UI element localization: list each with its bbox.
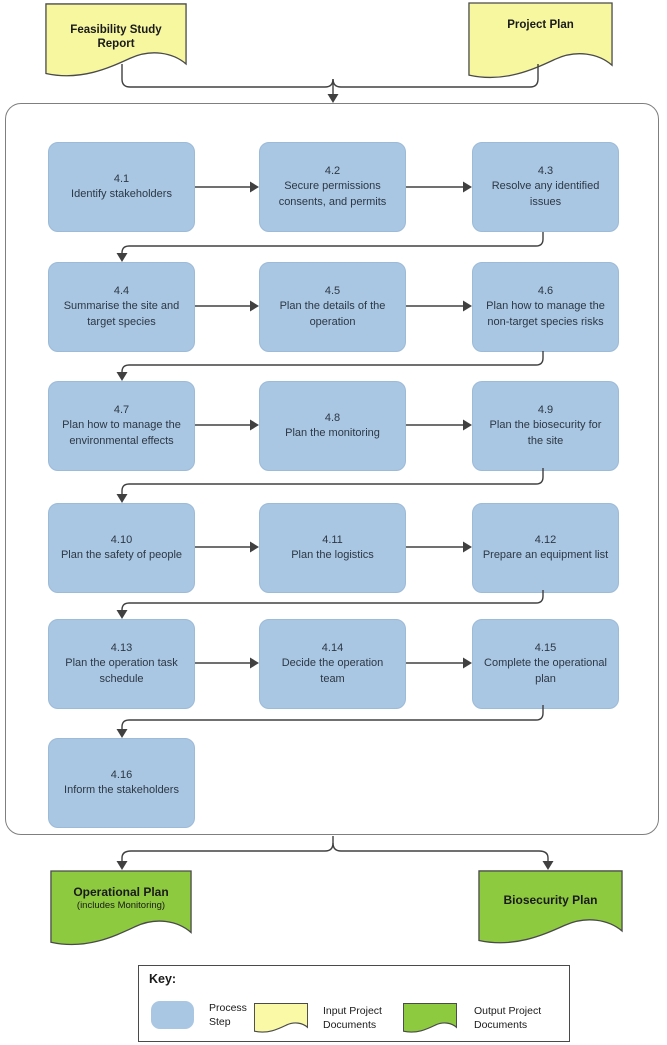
step-label: Decide the operation team: [281, 657, 384, 685]
legend-process-step-swatch: [151, 1001, 194, 1029]
legend-title: Key:: [149, 972, 177, 986]
step-label: Inform the stakeholders: [64, 784, 179, 796]
document-shape-icon: [403, 1003, 457, 1035]
document-shape-icon: [45, 3, 187, 83]
step-number: 4.9: [537, 404, 554, 417]
step-label: Plan the operation task schedule: [65, 657, 178, 685]
step-number: 4.3: [537, 165, 554, 178]
step-label: Secure permissions consents, and permits: [278, 180, 387, 208]
output-doc-label: Operational Plan: [73, 885, 169, 899]
output-doc-operational-plan: Operational Plan (includes Monitoring): [50, 870, 192, 952]
step-number: 4.14: [321, 642, 344, 655]
arrowhead-into-biosecurity-plan: [542, 861, 554, 870]
step-label: Plan the biosecurity for the site: [489, 419, 602, 447]
output-doc-biosecurity-plan: Biosecurity Plan: [478, 870, 623, 950]
step-number: 4.8: [324, 411, 341, 424]
step-label: Resolve any identified issues: [491, 180, 600, 208]
step-label: Complete the operational plan: [484, 657, 607, 685]
step-number: 4.11: [322, 533, 343, 546]
bottom-bracket-connector: [121, 836, 549, 861]
document-shape-icon: [254, 1003, 308, 1035]
step-label: Prepare an equipment list: [482, 549, 609, 561]
output-doc-label: Biosecurity Plan: [503, 893, 598, 907]
step-label: Plan the logistics: [291, 549, 374, 561]
input-doc-label: Project Plan: [507, 19, 574, 31]
step-label: Plan how to manage the non-target specie…: [486, 300, 605, 328]
step-number: 4.12: [534, 533, 557, 546]
legend-input-doc-swatch: [254, 1003, 308, 1035]
step-number: 4.16: [110, 768, 133, 781]
output-doc-sublabel: (includes Monitoring): [76, 900, 166, 911]
input-doc-label: Feasibility Study Report: [70, 24, 162, 51]
legend-process-step-label: Process Step: [209, 1002, 247, 1028]
step-number: 4.2: [324, 165, 341, 178]
step-number: 4.15: [534, 642, 557, 655]
legend: Key: Process Step Input Project Document…: [138, 965, 570, 1042]
arrowhead-into-container: [327, 94, 339, 103]
input-doc-feasibility-study-report: Feasibility Study Report: [45, 3, 187, 83]
step-label: Plan the details of the operation: [279, 300, 386, 328]
input-doc-project-plan: Project Plan: [468, 2, 613, 85]
step-label: Plan the monitoring: [285, 427, 380, 439]
document-shape-icon: [478, 870, 623, 950]
step-number: 4.10: [110, 533, 133, 546]
step-label: Identify stakeholders: [71, 188, 172, 200]
step-number: 4.5: [324, 285, 341, 298]
step-label: Plan the safety of people: [60, 549, 183, 561]
step-number: 4.6: [537, 285, 554, 298]
arrowhead-into-operational-plan: [116, 861, 128, 870]
step-label: Summarise the site and target species: [63, 300, 180, 328]
legend-input-doc-label: Input Project Documents: [323, 1005, 382, 1031]
legend-output-doc-swatch: [403, 1003, 457, 1035]
step-number: 4.1: [113, 172, 130, 185]
step-number: 4.7: [113, 404, 130, 417]
legend-output-doc-label: Output Project Documents: [474, 1005, 542, 1031]
document-shape-icon: [50, 870, 192, 952]
step-number: 4.13: [110, 642, 133, 655]
step-label: Plan how to manage the environmental eff…: [62, 419, 181, 447]
step-number: 4.4: [113, 285, 130, 298]
